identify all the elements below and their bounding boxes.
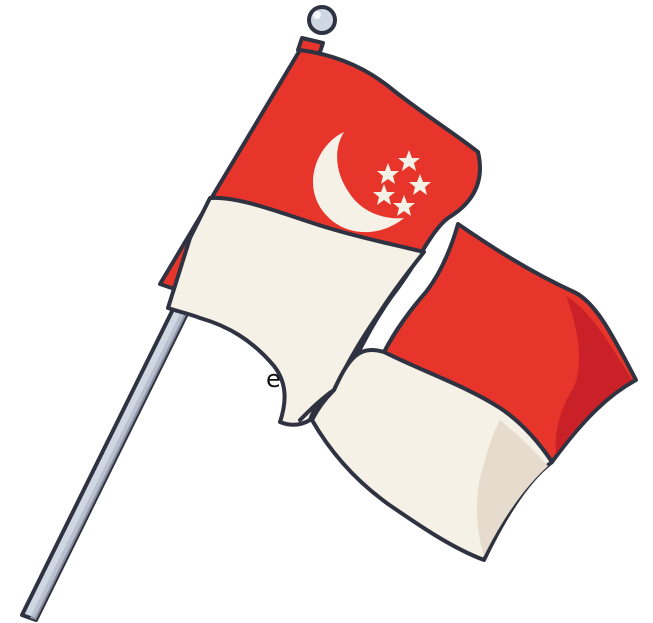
star-bottom-left [373, 184, 395, 205]
crescent-shape [313, 132, 404, 233]
fold-line-2 [382, 290, 428, 354]
five-stars [373, 150, 431, 216]
star-top [398, 150, 420, 171]
crescent-moon [313, 132, 404, 233]
fold-line-1 [298, 388, 336, 422]
flag [158, 48, 638, 562]
star-left [377, 163, 399, 184]
pole-knob-highlight [313, 11, 321, 19]
star-right [409, 174, 431, 195]
flag-red-shadow [555, 296, 632, 454]
star-bottom [393, 195, 415, 216]
flag-white-shadow [476, 420, 548, 556]
pole-knob [307, 5, 337, 35]
